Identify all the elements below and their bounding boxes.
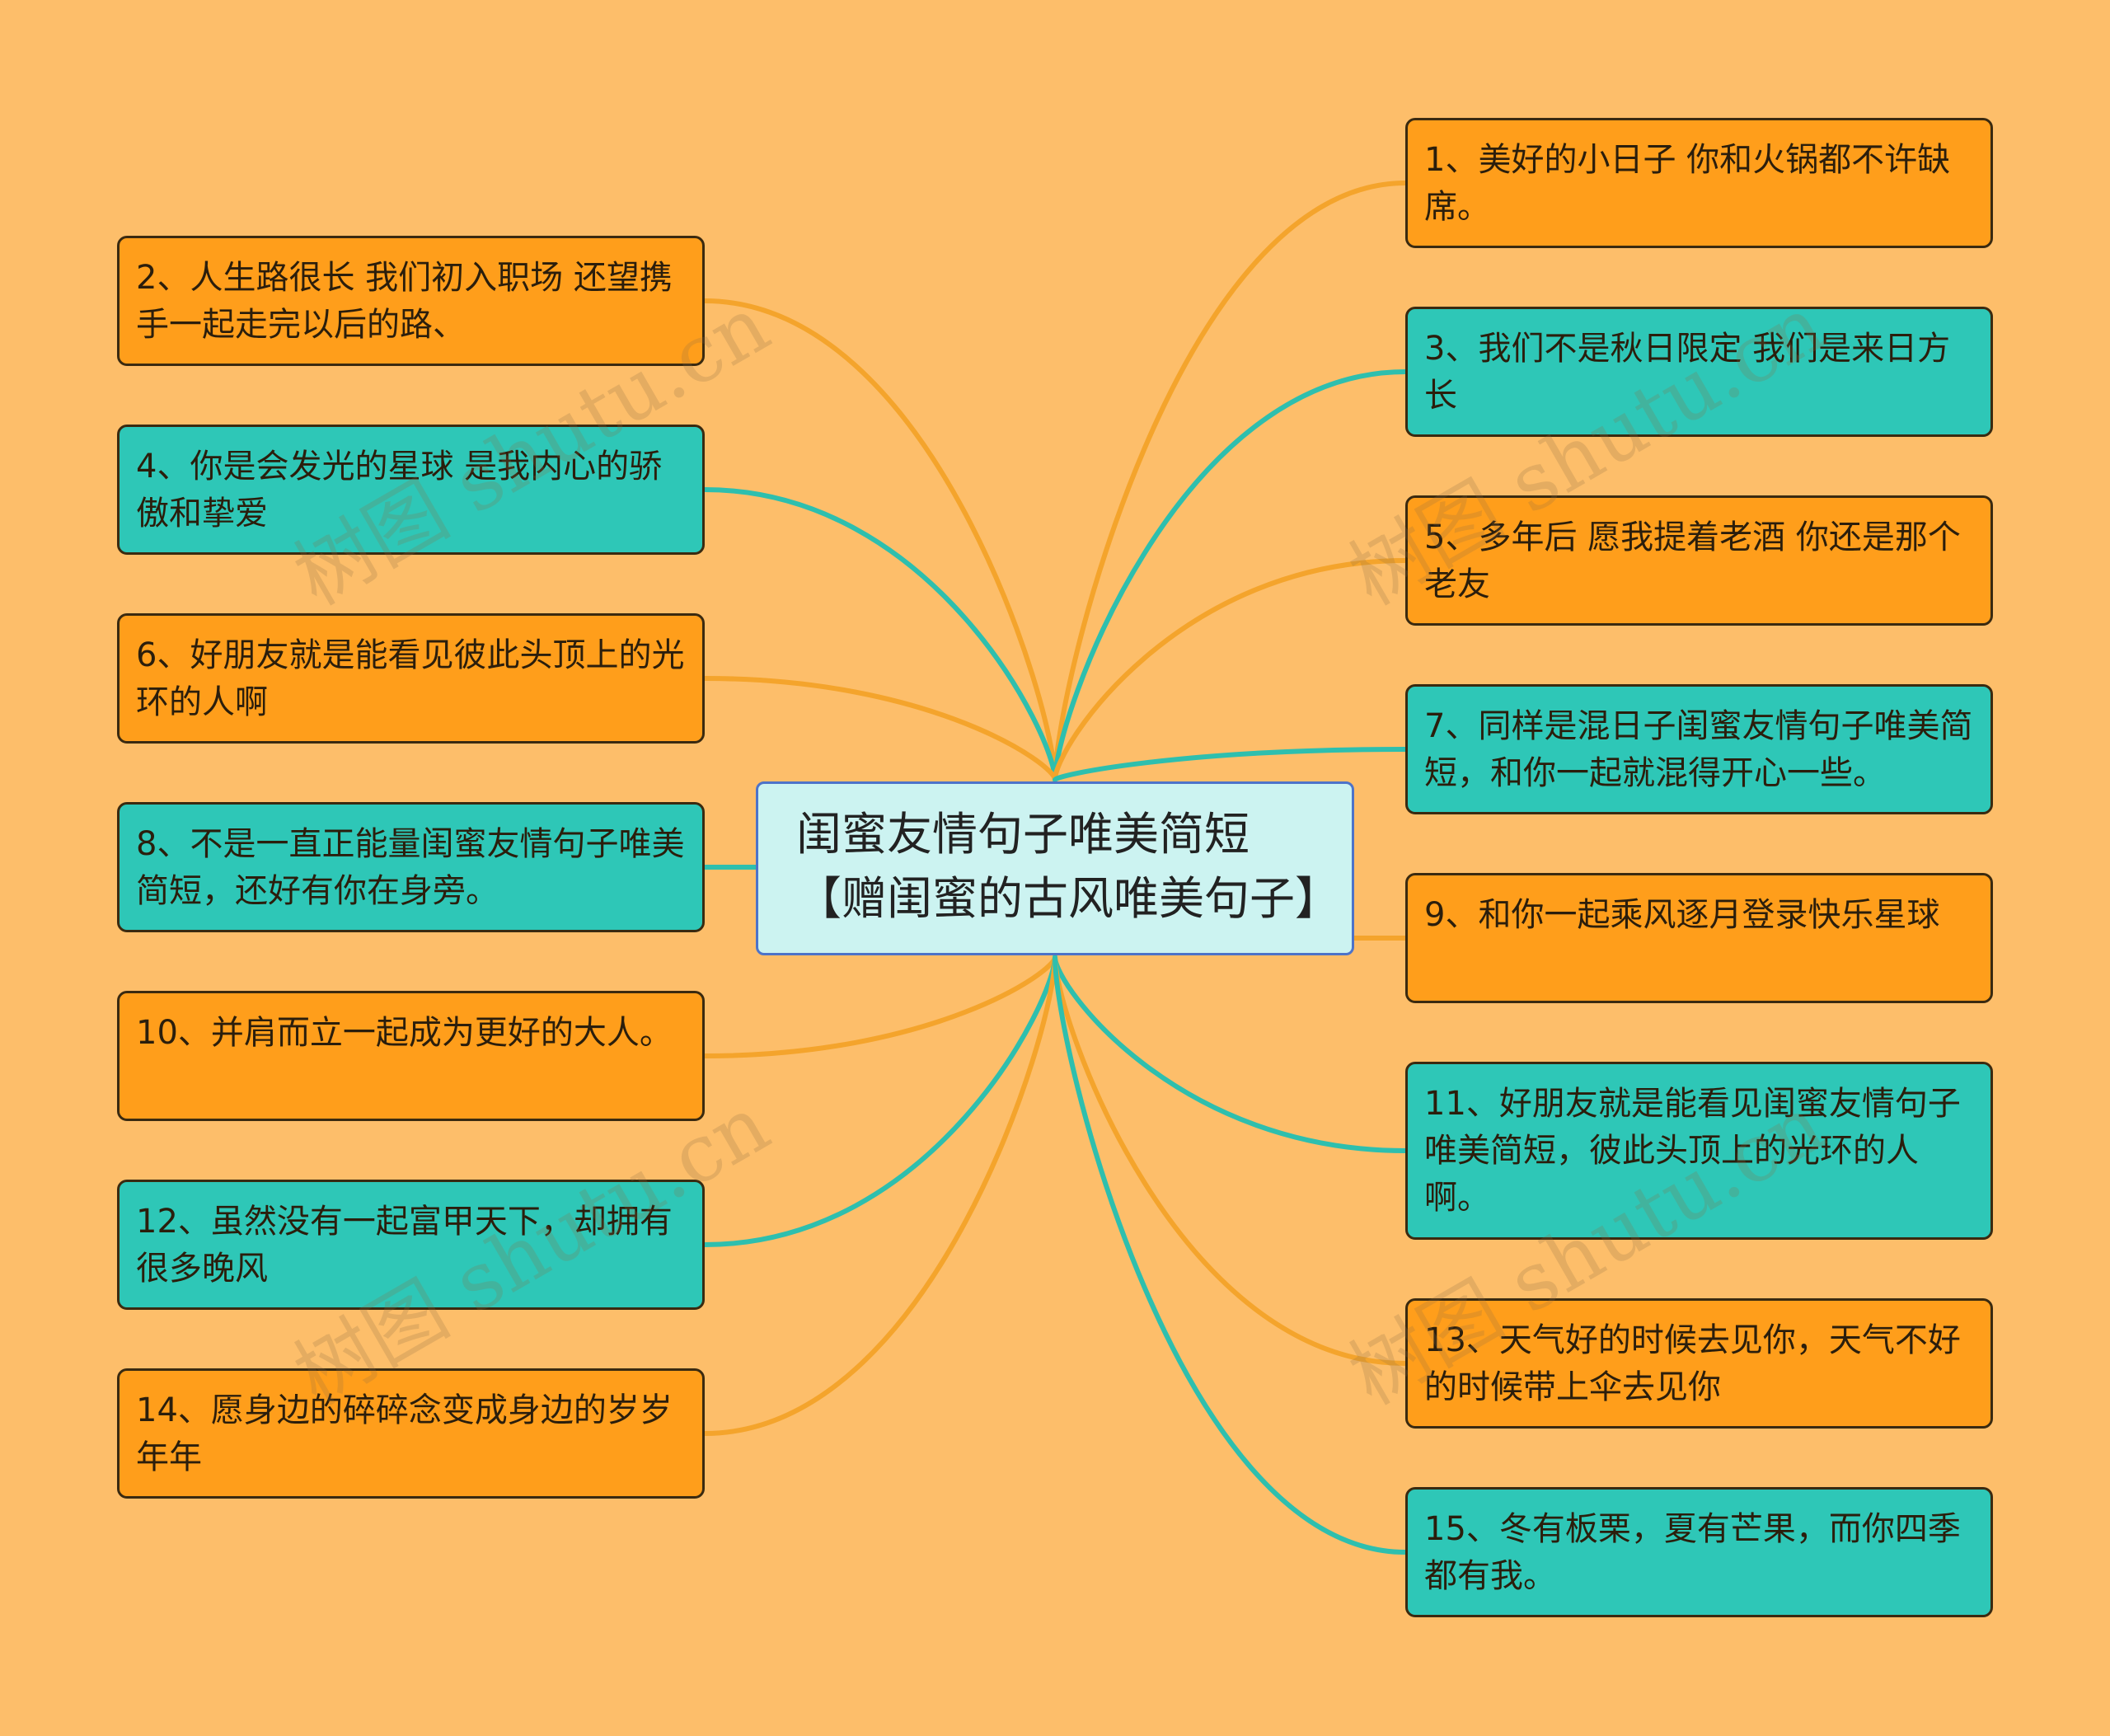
topic-label: 2、人生路很长 我们初入职场 还望携手一起走完以后的路、 [136, 259, 673, 344]
topic-node-15[interactable]: 15、冬有板栗，夏有芒果，而你四季都有我。 [1405, 1487, 1993, 1617]
topic-label: 3、我们不是秋日限定 我们是来日方长 [1424, 330, 1951, 415]
connector-line [1053, 955, 1408, 1366]
connector-line [1053, 181, 1408, 782]
topic-node-3[interactable]: 3、我们不是秋日限定 我们是来日方长 [1405, 307, 1993, 437]
topic-label: 9、和你一起乘风逐月登录快乐星球 [1424, 896, 1940, 934]
topic-label: 14、愿身边的碎碎念变成身边的岁岁年年 [136, 1391, 673, 1476]
topic-label: 7、同样是混日子闺蜜友情句子唯美简短，和你一起就混得开心一些。 [1424, 707, 1973, 792]
topic-node-10[interactable]: 10、并肩而立一起成为更好的大人。 [117, 991, 705, 1121]
connector-line [702, 298, 1057, 782]
topic-label: 10、并肩而立一起成为更好的大人。 [136, 1014, 673, 1052]
topic-node-7[interactable]: 7、同样是混日子闺蜜友情句子唯美简短，和你一起就混得开心一些。 [1405, 684, 1993, 814]
connector-line [702, 676, 1057, 782]
topic-label: 5、多年后 愿我提着老酒 你还是那个老友 [1424, 518, 1961, 603]
topic-node-8[interactable]: 8、不是一直正能量闺蜜友情句子唯美简短，还好有你在身旁。 [117, 802, 705, 932]
connector-line [702, 955, 1057, 1058]
topic-node-12[interactable]: 12、虽然没有一起富甲天下，却拥有很多晚风 [117, 1180, 705, 1310]
topic-label: 6、好朋友就是能看见彼此头顶上的光环的人啊 [136, 636, 685, 721]
connector-line [702, 955, 1057, 1436]
connector-line [1053, 558, 1408, 782]
connector-line [702, 487, 1057, 782]
connector-line [702, 955, 1057, 1247]
topic-label: 1、美好的小日子 你和火锅都不许缺席。 [1424, 141, 1951, 226]
topic-node-11[interactable]: 11、好朋友就是能看见闺蜜友情句子唯美简短，彼此头顶上的光环的人啊。 [1405, 1062, 1993, 1240]
topic-label: 13、天气好的时候去见你，天气不好的时候带上伞去见你 [1424, 1321, 1961, 1406]
connector-line [1053, 955, 1408, 1153]
topic-node-14[interactable]: 14、愿身边的碎碎念变成身边的岁岁年年 [117, 1368, 705, 1499]
center-topic-label: 闺蜜友情句子唯美简短【赠闺蜜的古风唯美句子】 [796, 808, 1341, 925]
topic-label: 12、虽然没有一起富甲天下，却拥有很多晚风 [136, 1203, 673, 1288]
topic-label: 4、你是会发光的星球 是我内心的骄傲和挚爱 [136, 448, 663, 533]
topic-label: 8、不是一直正能量闺蜜友情句子唯美简短，还好有你在身旁。 [136, 825, 685, 910]
topic-node-2[interactable]: 2、人生路很长 我们初入职场 还望携手一起走完以后的路、 [117, 236, 705, 366]
topic-node-9[interactable]: 9、和你一起乘风逐月登录快乐星球 [1405, 873, 1993, 1003]
topic-node-13[interactable]: 13、天气好的时候去见你，天气不好的时候带上伞去见你 [1405, 1298, 1993, 1429]
connector-line [1053, 747, 1408, 782]
connector-line [1053, 955, 1408, 1555]
topic-node-1[interactable]: 1、美好的小日子 你和火锅都不许缺席。 [1405, 118, 1993, 248]
topic-node-6[interactable]: 6、好朋友就是能看见彼此头顶上的光环的人啊 [117, 613, 705, 744]
topic-label: 15、冬有板栗，夏有芒果，而你四季都有我。 [1424, 1510, 1961, 1595]
connector-line [1053, 369, 1408, 782]
topic-node-5[interactable]: 5、多年后 愿我提着老酒 你还是那个老友 [1405, 495, 1993, 626]
center-topic-node[interactable]: 闺蜜友情句子唯美简短【赠闺蜜的古风唯美句子】 [756, 781, 1354, 955]
topic-node-4[interactable]: 4、你是会发光的星球 是我内心的骄傲和挚爱 [117, 425, 705, 555]
topic-label: 11、好朋友就是能看见闺蜜友情句子唯美简短，彼此头顶上的光环的人啊。 [1424, 1085, 1961, 1217]
